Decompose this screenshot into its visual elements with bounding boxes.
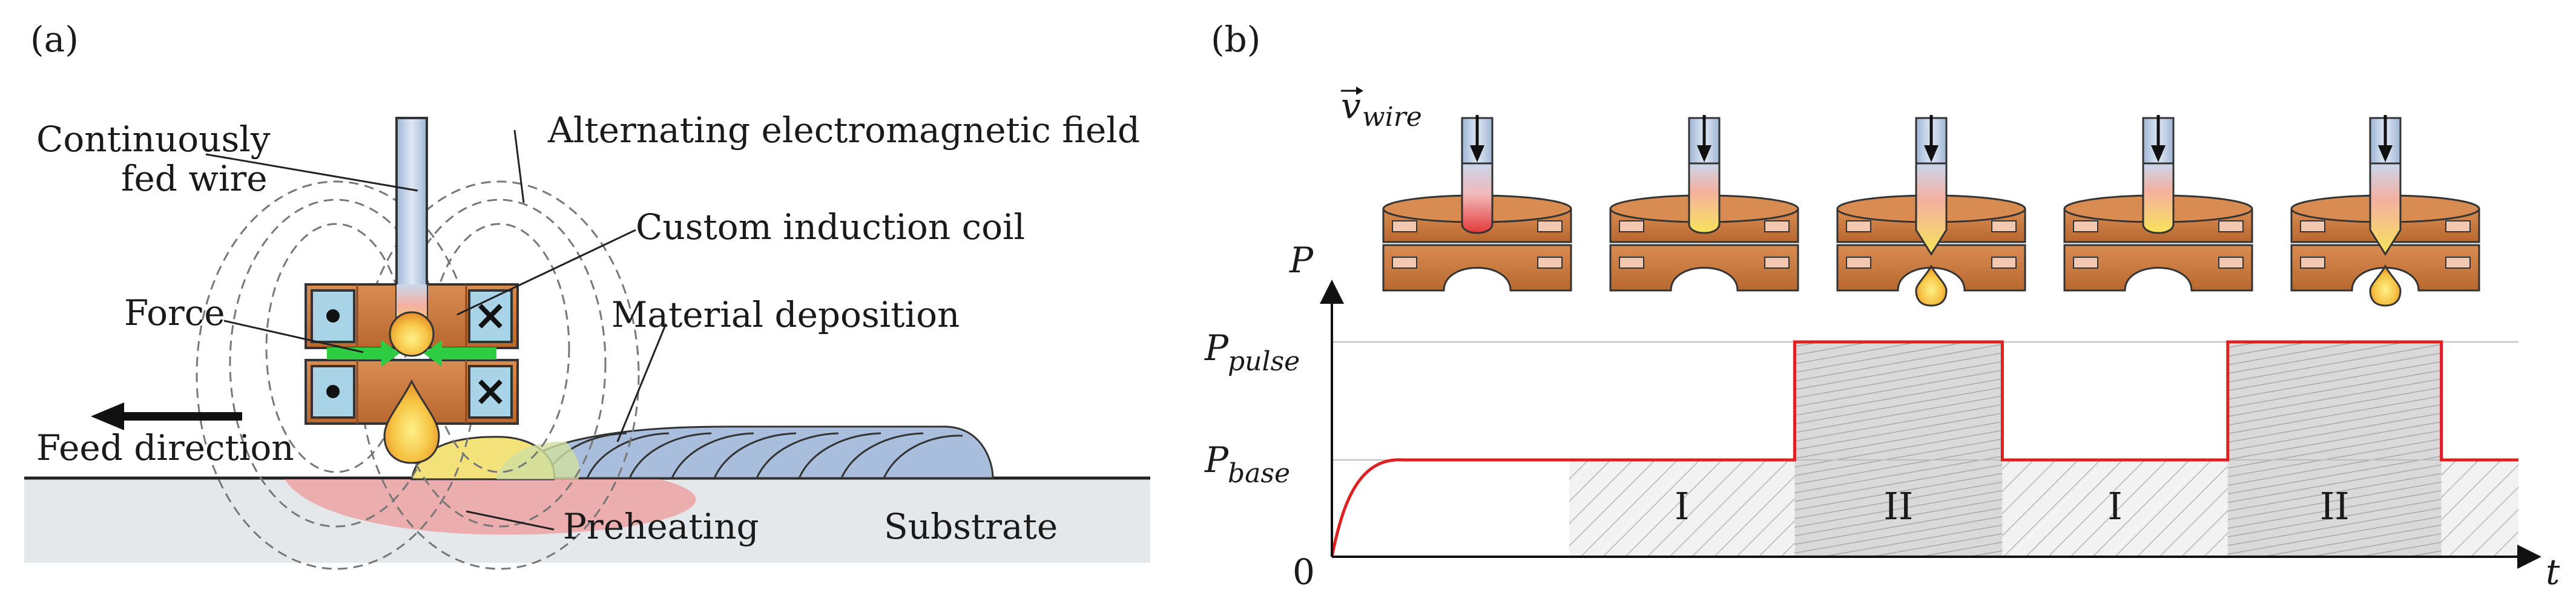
svg-text:pulse: pulse — [1228, 346, 1300, 377]
cross-current-icon — [478, 379, 502, 404]
label-substrate: Substrate — [884, 506, 1058, 547]
svg-text:P: P — [1204, 327, 1229, 369]
stage-2 — [1609, 115, 1799, 292]
dot-current-icon — [326, 385, 340, 398]
stage-3 — [1836, 115, 2026, 307]
wire-tip-droplet — [389, 311, 435, 357]
velocity-label: v wire — [1341, 85, 1422, 133]
label-coil: Custom induction coil — [636, 206, 1025, 248]
phase-label-1: I — [1675, 484, 1690, 528]
label-wire-1: Continuously — [36, 119, 271, 160]
preheat-zone — [285, 479, 696, 535]
label-force: Force — [124, 292, 225, 333]
phase-region-3 — [2002, 460, 2228, 557]
power-line — [1330, 340, 2518, 557]
label-deposition: Material deposition — [611, 294, 960, 335]
stage-illustrations — [1382, 115, 2480, 307]
y-axis-label: P — [1289, 240, 1314, 281]
phase-label-4: II — [2320, 484, 2350, 528]
panel-a: (a) — [24, 19, 1150, 570]
label-preheating: Preheating — [563, 506, 759, 547]
stage-1 — [1382, 115, 1572, 292]
cross-current-icon — [478, 304, 502, 329]
phase-region-4 — [2227, 342, 2442, 557]
feed-arrow-icon — [91, 402, 242, 430]
stage-4 — [2063, 115, 2253, 292]
tick-label-p-base: P base — [1204, 439, 1290, 489]
phase-region-2 — [1794, 342, 2003, 557]
label-field: Alternating electromagnetic field — [547, 110, 1140, 151]
force-arrow-icon — [327, 340, 496, 367]
svg-text:base: base — [1228, 458, 1290, 489]
deposited-bead — [513, 425, 994, 479]
label-feed-direction: Feed direction — [36, 427, 294, 468]
phase-label-3: I — [2107, 484, 2123, 528]
tick-label-p-pulse: P pulse — [1204, 327, 1300, 377]
falling-droplet — [383, 379, 440, 464]
svg-text:P: P — [1204, 439, 1229, 480]
dot-current-icon — [326, 309, 340, 323]
label-wire-2: fed wire — [121, 158, 268, 199]
phase-region-tail — [2441, 460, 2518, 557]
svg-text:wire: wire — [1362, 102, 1422, 133]
panel-b-tag: (b) — [1211, 19, 1260, 60]
stage-5 — [2290, 115, 2480, 307]
phase-region-1 — [1569, 460, 1795, 557]
x-axis-label: t — [2546, 551, 2560, 592]
origin-label: 0 — [1293, 551, 1315, 592]
phase-label-2: II — [1883, 484, 1913, 528]
panel-a-tag: (a) — [30, 19, 79, 60]
